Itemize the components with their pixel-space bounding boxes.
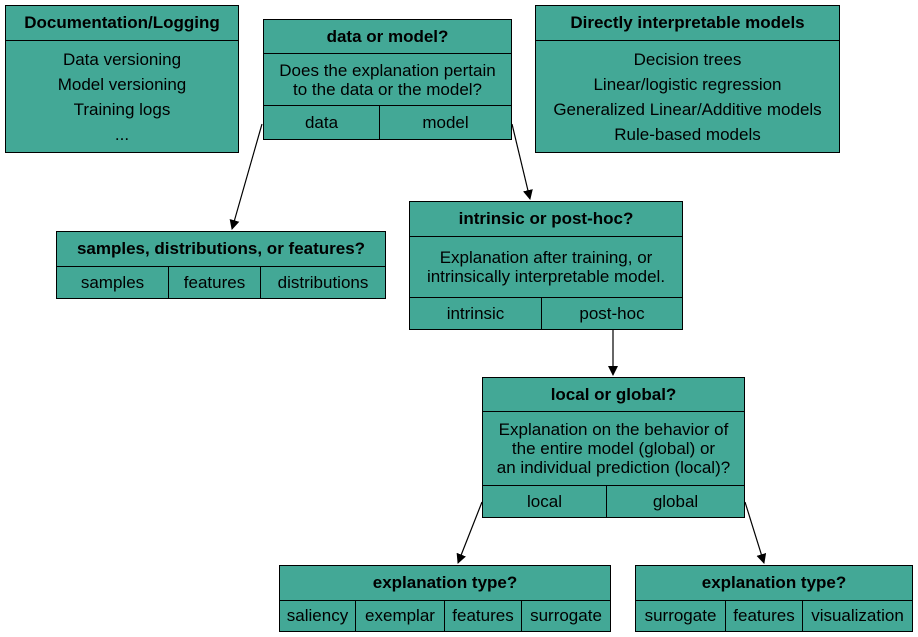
option-distributions: distributions — [277, 272, 369, 292]
question-line: Explanation on the behavior of — [498, 420, 729, 439]
node-title: local or global? — [483, 378, 744, 412]
node-body: Data versioning Model versioning Trainin… — [6, 41, 238, 152]
node-title: Documentation/Logging — [6, 6, 238, 41]
option-local: local — [483, 486, 607, 517]
node-title: Directly interpretable models — [536, 6, 839, 41]
local-or-global-node: local or global? Explanation on the beha… — [482, 377, 745, 518]
list-item: Training logs — [73, 99, 171, 119]
list-item: Generalized Linear/Additive models — [553, 99, 822, 119]
option-posthoc: post-hoc — [579, 303, 645, 323]
option-model: model — [422, 112, 469, 132]
question-line: intrinsically interpretable model. — [426, 267, 666, 286]
node-body: Decision trees Linear/logistic regressio… — [536, 41, 839, 152]
option-surrogate: surrogate — [530, 606, 602, 625]
documentation-logging-node: Documentation/Logging Data versioning Mo… — [5, 5, 239, 153]
intrinsic-or-posthoc-node: intrinsic or post-hoc? Explanation after… — [409, 201, 683, 330]
option-row: intrinsic post-hoc — [410, 298, 682, 329]
option-row: surrogate features visualization — [636, 601, 912, 631]
option-row: saliency exemplar features surrogate — [280, 601, 610, 631]
data-or-model-node: data or model? Does the explanation pert… — [263, 19, 512, 140]
edge-model-to-intrinsic — [511, 123, 533, 200]
list-item: ... — [114, 124, 130, 144]
node-title: data or model? — [264, 20, 511, 54]
edge-data-to-samples — [229, 123, 263, 230]
option-features: features — [445, 601, 522, 631]
list-item: Decision trees — [633, 49, 742, 69]
option-features: features — [169, 267, 261, 298]
option-saliency: saliency — [280, 601, 356, 631]
node-question: Does the explanation pertain to the data… — [264, 54, 511, 106]
option-data: data — [264, 106, 380, 139]
directly-interpretable-models-node: Directly interpretable models Decision t… — [535, 5, 840, 153]
node-title: explanation type? — [636, 566, 912, 601]
question-line: Does the explanation pertain — [279, 60, 496, 80]
node-question: Explanation on the behavior of the entir… — [483, 412, 744, 486]
option-surrogate: surrogate — [636, 601, 726, 631]
question-line: the entire model (global) or — [511, 439, 716, 458]
local-explanation-type-node: explanation type? saliency exemplar feat… — [279, 565, 611, 632]
global-explanation-type-node: explanation type? surrogate features vis… — [635, 565, 913, 632]
question-line: Explanation after training, or — [439, 248, 653, 267]
node-question: Explanation after training, or intrinsic… — [410, 237, 682, 298]
option-row: data model — [264, 106, 511, 139]
option-exemplar: exemplar — [356, 601, 445, 631]
node-title: intrinsic or post-hoc? — [410, 202, 682, 237]
list-item: Model versioning — [57, 74, 187, 94]
samples-distributions-features-node: samples, distributions, or features? sam… — [56, 231, 386, 299]
option-features: features — [726, 601, 803, 631]
list-item: Data versioning — [62, 49, 182, 69]
node-title: explanation type? — [280, 566, 610, 601]
node-title: samples, distributions, or features? — [57, 232, 385, 267]
option-samples: samples — [57, 267, 169, 298]
option-row: samples features distributions — [57, 267, 385, 298]
list-item: Rule-based models — [614, 124, 761, 144]
option-row: local global — [483, 486, 744, 517]
option-intrinsic: intrinsic — [410, 298, 542, 329]
list-item: Linear/logistic regression — [593, 74, 782, 94]
option-visualization: visualization — [811, 606, 904, 625]
edge-global-to-type — [744, 501, 767, 564]
option-global: global — [652, 491, 699, 511]
question-line: to the data or the model? — [292, 79, 483, 99]
question-line: an individual prediction (local)? — [496, 458, 731, 477]
edge-local-to-type — [456, 501, 483, 564]
